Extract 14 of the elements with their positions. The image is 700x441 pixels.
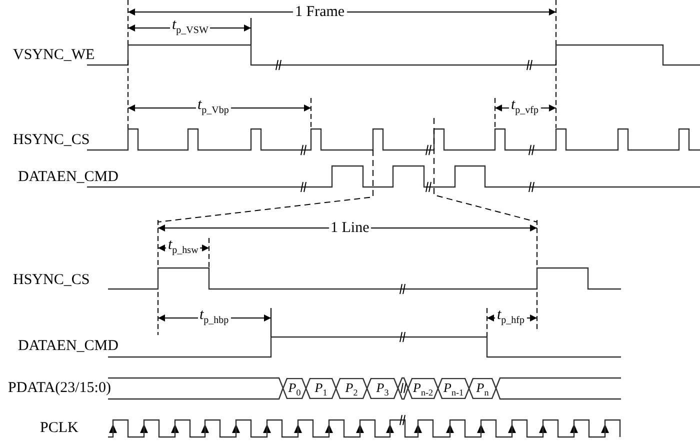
signal-name: VSYNC_WE	[13, 47, 95, 63]
signal-name: HSYNC_CS	[13, 272, 90, 288]
signal-name: DATAEN_CMD	[18, 169, 118, 185]
signal-name: DATAEN_CMD	[18, 338, 118, 354]
data-cell: P$_{n}$	[469, 378, 496, 399]
data-cell: P$_{1}$	[306, 378, 336, 399]
data-cell: P$_{0}$	[283, 378, 306, 399]
data-cell: P$_{n-2}$	[408, 378, 438, 399]
signal-name: PCLK	[40, 420, 78, 436]
signal-name: HSYNC_CS	[13, 132, 90, 148]
data-cell: P$_{3}$	[367, 378, 398, 399]
data-cell: P$_{2}$	[336, 378, 367, 399]
signal-name: PDATA(23/15:0)	[8, 380, 111, 396]
data-cell: P$_{n-1}$	[438, 378, 469, 399]
